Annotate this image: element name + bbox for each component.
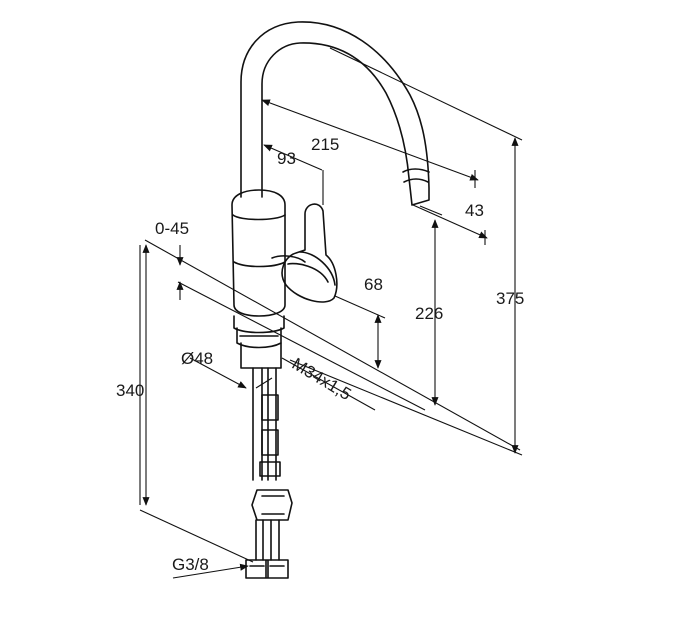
faucet-body bbox=[231, 189, 286, 317]
faucet bbox=[231, 21, 430, 579]
swivel-range-label: 0-45 bbox=[155, 219, 190, 238]
outlet-height-detail-label: 43 bbox=[465, 201, 484, 220]
body-height-label: 68 bbox=[364, 275, 383, 294]
spout-reach-label: 215 bbox=[311, 135, 340, 154]
total-height-label: 375 bbox=[496, 289, 525, 308]
base-ring bbox=[233, 315, 285, 334]
connection-label: G3/8 bbox=[172, 555, 209, 574]
threaded-stem bbox=[240, 342, 282, 369]
lever-handle bbox=[281, 203, 338, 303]
under-sink-length-label: 340 bbox=[116, 381, 145, 400]
end-fittings bbox=[245, 559, 289, 579]
hose-connector bbox=[251, 489, 293, 521]
handle-offset-label: 93 bbox=[277, 149, 296, 168]
spout bbox=[240, 21, 430, 206]
base-diameter-label: Ø48 bbox=[181, 349, 214, 368]
outlet-height-label: 226 bbox=[415, 304, 444, 323]
supply-hoses bbox=[252, 367, 277, 481]
dimension-lines bbox=[139, 47, 523, 579]
spout-outlet bbox=[402, 168, 430, 183]
